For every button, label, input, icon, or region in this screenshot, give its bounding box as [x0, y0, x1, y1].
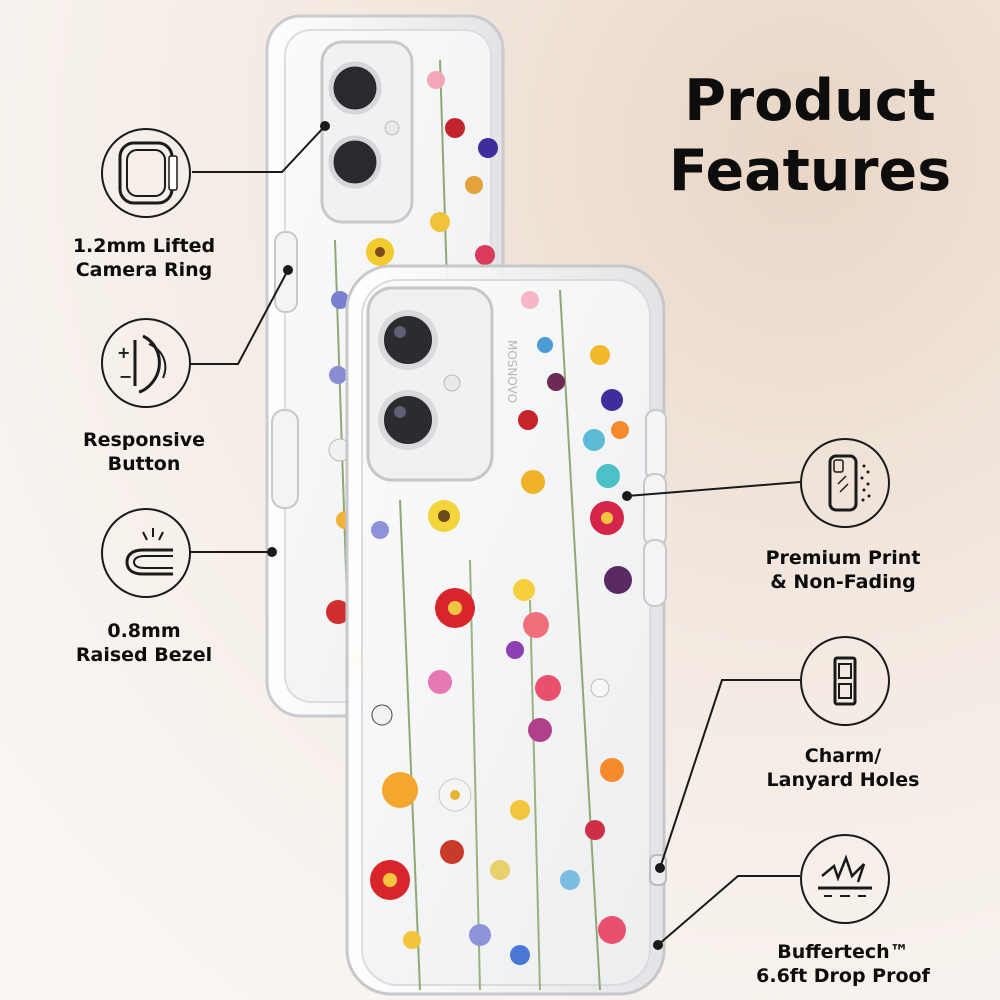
svg-text:−: −: [119, 367, 132, 386]
title-line-2: Features: [668, 138, 952, 204]
drop-proof-icon: [800, 834, 890, 924]
feature-bezel-label: 0.8mm Raised Bezel: [75, 620, 213, 666]
brand-print: MOSNOVO: [505, 340, 519, 403]
leader-lines: [190, 121, 801, 950]
feature-button-label: Responsive Button: [82, 429, 206, 475]
front-phone-case: MOSNOVO: [345, 264, 667, 996]
lanyard-holes-icon: [800, 636, 890, 726]
feature-camera-label: 1.2mm Lifted Camera Ring: [72, 235, 216, 281]
feature-drop-label: Buffertech™ 6.6ft Drop Proof: [756, 941, 930, 987]
phone-print-icon: [800, 438, 890, 528]
feature-print-label: Premium Print & Non-Fading: [765, 547, 921, 593]
button-press-icon: + −: [101, 318, 191, 408]
page-title: Product Features: [660, 66, 960, 206]
camera-ring-icon: [101, 128, 191, 218]
front-phone-flowers: [370, 289, 632, 991]
svg-text:+: +: [117, 343, 130, 362]
title-line-1: Product: [684, 68, 936, 134]
feature-lanyard-label: Charm/ Lanyard Holes: [766, 745, 920, 791]
raised-bezel-icon: [101, 508, 191, 598]
